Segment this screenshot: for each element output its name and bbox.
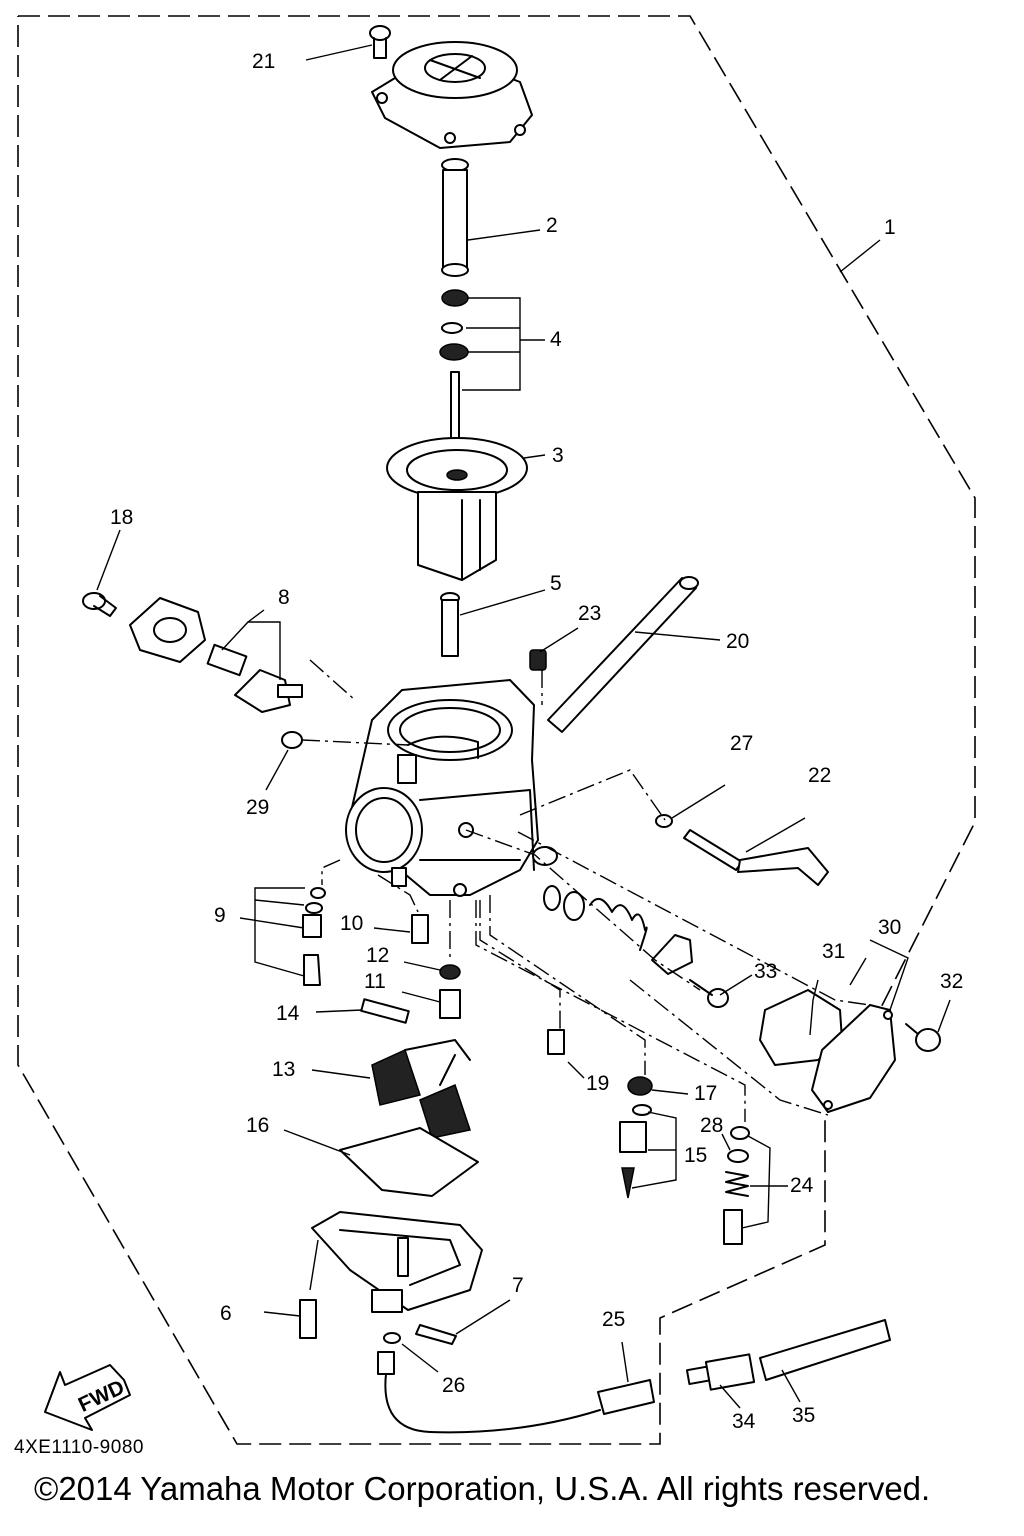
callout-11: 11 (364, 970, 386, 993)
part-35-tube (759, 1319, 891, 1381)
part-2-tube (441, 158, 469, 277)
part-13-float (371, 1039, 471, 1139)
part-7-screw (415, 1324, 457, 1345)
spring-assembly (543, 885, 693, 975)
part-4-needle-set (439, 289, 469, 453)
callout-16: 16 (246, 1114, 269, 1137)
part-19-screw (547, 1029, 565, 1055)
part-20-hose (547, 576, 699, 733)
part-3-diaphragm (386, 437, 528, 581)
part-11-jet (439, 989, 461, 1019)
screw-21 (369, 25, 391, 59)
part-30-cover (811, 1004, 896, 1113)
part-22-screw (683, 829, 829, 886)
callout-33: 33 (754, 960, 777, 983)
callout-26: 26 (442, 1374, 465, 1397)
assembly-boundary (17, 15, 976, 1445)
part-15-needle-valve (619, 1104, 652, 1199)
copyright-notice: ©2014 Yamaha Motor Corporation, U.S.A. A… (34, 1470, 931, 1507)
part-14-pin (360, 998, 410, 1024)
callout-19: 19 (586, 1072, 609, 1095)
callout-15: 15 (684, 1144, 707, 1167)
part-9-set (302, 887, 326, 986)
callout-27: 27 (730, 732, 753, 755)
carburetor-exploded-diagram: FWD 1 2 3 4 5 6 7 8 9 10 11 12 13 14 15 … (17, 15, 976, 1445)
callout-18: 18 (110, 506, 133, 529)
part-17-jet (627, 1076, 653, 1096)
callout-6: 6 (220, 1302, 232, 1325)
callout-5: 5 (550, 572, 562, 595)
part-12-washer (439, 964, 461, 980)
callout-31: 31 (822, 940, 845, 963)
callout-labels: 1 2 3 4 5 6 7 8 9 10 11 12 13 14 15 16 1… (110, 50, 963, 1433)
callout-12: 12 (366, 944, 389, 967)
callout-17: 17 (694, 1082, 717, 1105)
part-5-jet (440, 592, 460, 657)
callout-34: 34 (732, 1410, 756, 1433)
callout-13: 13 (272, 1058, 295, 1081)
part-10-jet (411, 914, 429, 944)
callout-20: 20 (726, 630, 749, 653)
part-6-screw (299, 1299, 317, 1339)
part-27-oring (655, 814, 673, 828)
part-28-washer (727, 1149, 749, 1163)
part-26-clip (383, 1332, 401, 1344)
fwd-arrow-icon: FWD (44, 1364, 131, 1431)
callout-23: 23 (578, 602, 601, 625)
callout-9: 9 (214, 904, 226, 927)
callout-22: 22 (808, 764, 831, 787)
part-28-oring (730, 1126, 750, 1140)
callout-24: 24 (790, 1174, 814, 1197)
diagram-code: 4XE1110-9080 (14, 1437, 144, 1458)
float-bowl (311, 1211, 483, 1313)
callout-29: 29 (246, 796, 269, 819)
assembly-lines (301, 659, 871, 1122)
part-8-plunger (206, 643, 303, 713)
carburetor-body (345, 679, 558, 897)
part-16-gasket (339, 1127, 479, 1197)
part-32-screw (905, 1023, 941, 1052)
part-29-nut (281, 731, 303, 749)
carb-top-cap (371, 41, 533, 149)
callout-2: 2 (546, 214, 558, 237)
part-23-cap (529, 649, 547, 671)
callout-14: 14 (276, 1002, 300, 1025)
callout-25: 25 (602, 1308, 625, 1331)
part-34-fitting (685, 1353, 756, 1391)
callout-4: 4 (550, 328, 562, 351)
callout-32: 32 (940, 970, 963, 993)
leader-lines (96, 44, 951, 1409)
choke-cover (129, 597, 206, 663)
callout-1: 1 (884, 216, 896, 239)
callout-30: 30 (878, 916, 901, 939)
callout-21: 21 (252, 50, 275, 73)
callout-35: 35 (792, 1404, 815, 1427)
callout-8: 8 (278, 586, 290, 609)
part-25-hose (377, 1351, 655, 1434)
part-18-screw (82, 592, 117, 617)
part-24-screw (723, 1171, 749, 1245)
callout-28: 28 (700, 1114, 723, 1137)
callout-3: 3 (552, 444, 564, 467)
callout-7: 7 (512, 1274, 524, 1297)
callout-10: 10 (340, 912, 363, 935)
